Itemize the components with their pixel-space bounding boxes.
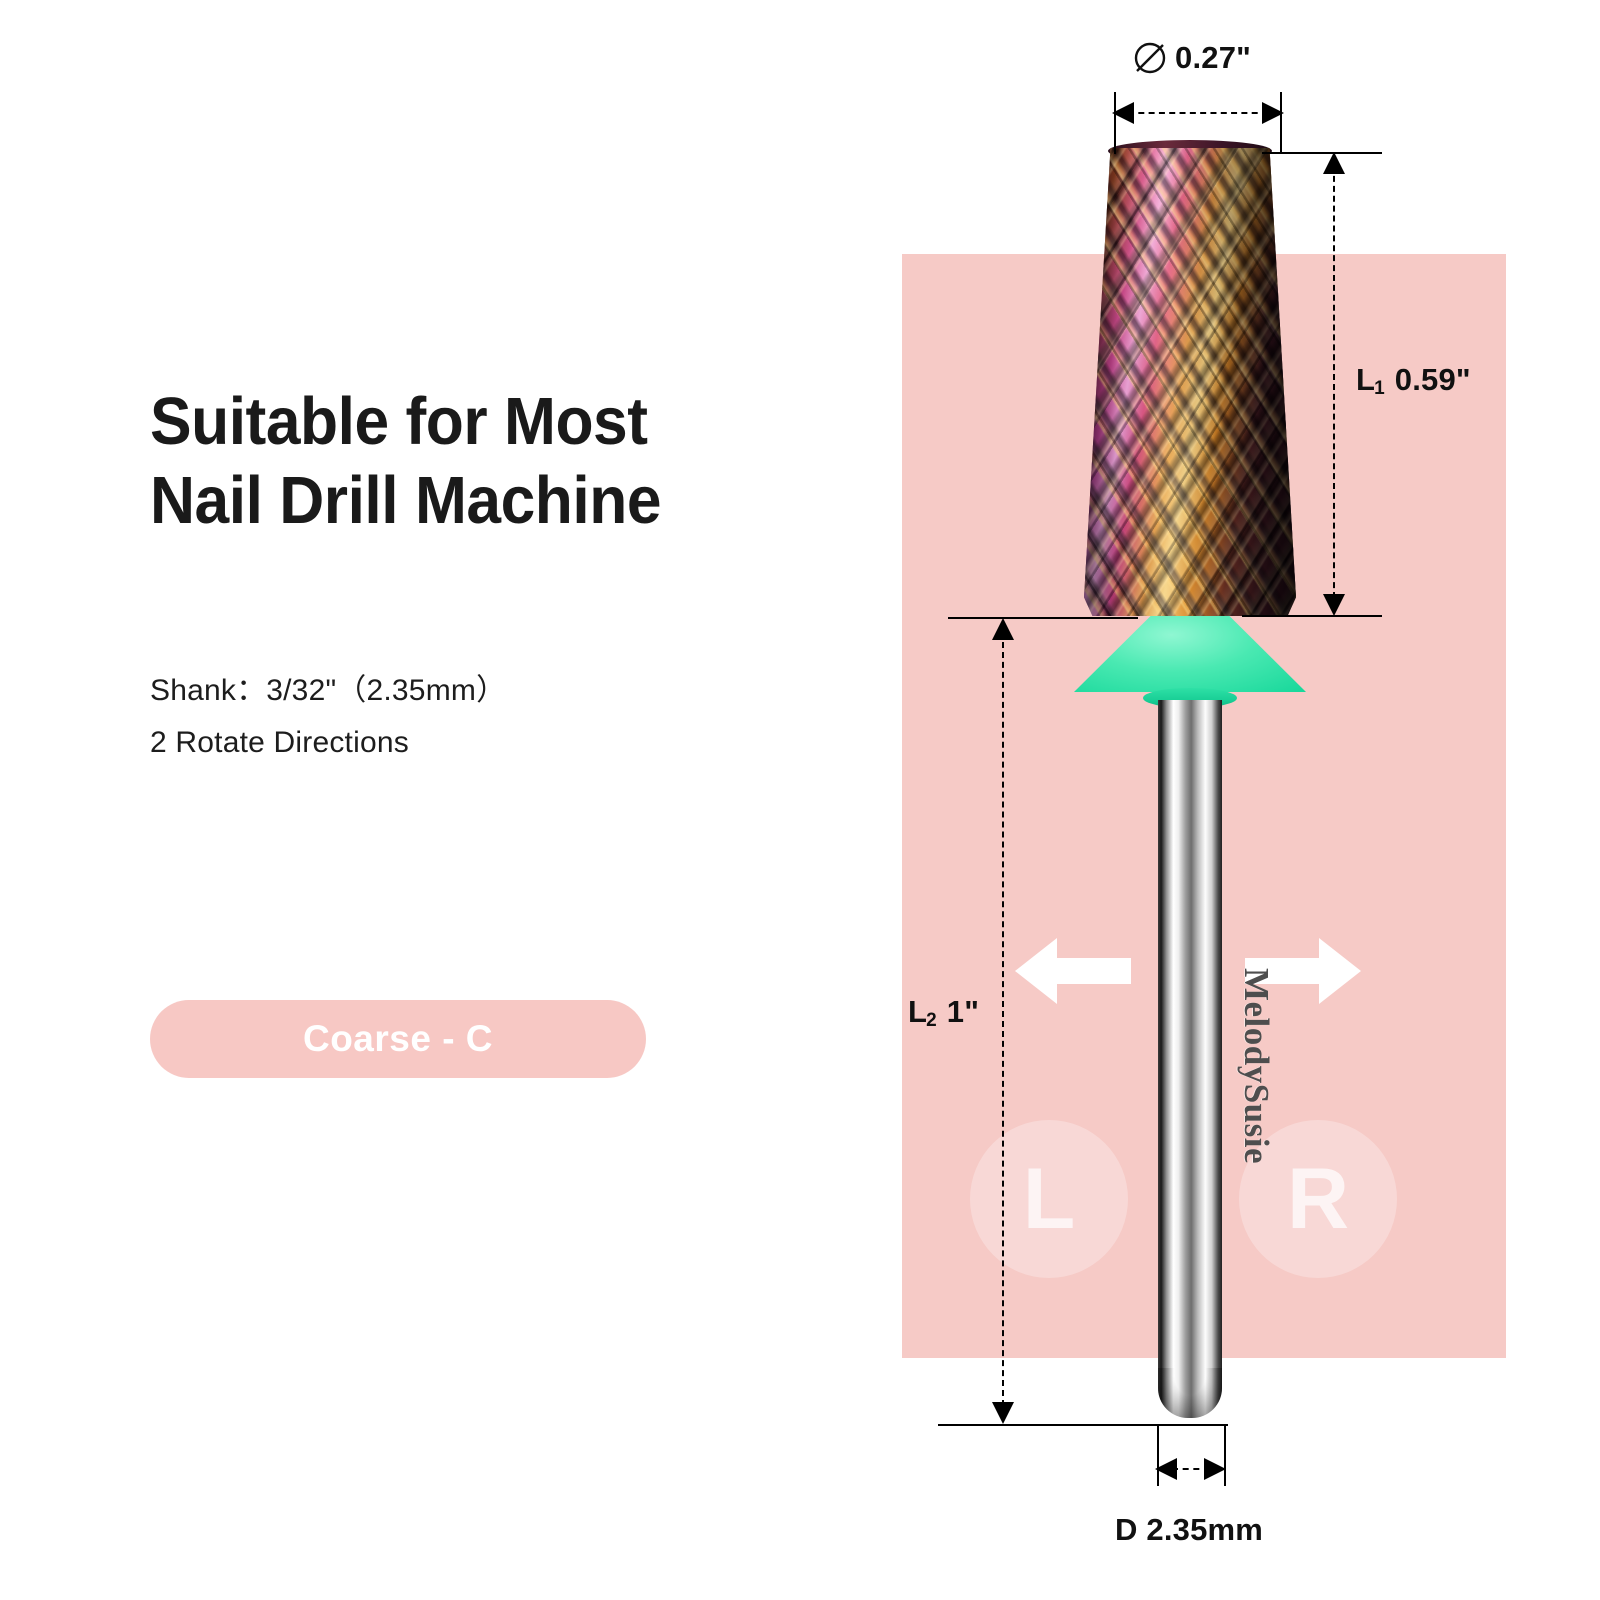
dimension-l2-prefix: L: [908, 994, 928, 1029]
grit-badge: Coarse - C: [150, 1000, 646, 1078]
spec-shank-size: Shank：3/32"（2.35mm）: [150, 674, 507, 707]
rotation-indicator-right: R: [1239, 1120, 1397, 1278]
extension-line-l2-top: [948, 617, 1138, 619]
arrowhead-top-right: [1262, 102, 1284, 124]
rotation-indicator-left: L: [970, 1120, 1128, 1278]
arrowhead-d-right: [1204, 1458, 1226, 1480]
dimension-l1-label: L1 0.59": [1356, 362, 1471, 399]
dimension-l2-label: L2 1": [908, 994, 980, 1031]
dimension-l2-subscript: 2: [926, 1010, 937, 1031]
dimension-l1-subscript: 1: [1374, 378, 1385, 399]
extension-line-l2-bottom: [938, 1424, 1228, 1426]
grit-badge-label: Coarse - C: [302, 1018, 494, 1059]
bit-shank-tip: [1158, 1368, 1222, 1418]
arrowhead-l1-bottom: [1323, 594, 1345, 616]
page-title: Suitable for Most Nail Drill Machine: [150, 384, 662, 539]
arrowhead-l1-top: [1323, 152, 1345, 174]
dimension-d-label: D 2.35mm: [1115, 1512, 1264, 1547]
extension-line-l1-bottom: [1242, 615, 1382, 617]
arrowhead-l2-top: [992, 618, 1014, 640]
dimension-line-l1: [1333, 166, 1335, 598]
bit-head-top: [1108, 140, 1272, 162]
rotation-right-label: R: [1286, 1151, 1350, 1247]
extension-line-d-left: [1157, 1424, 1159, 1486]
dimension-line-l2: [1002, 632, 1004, 1406]
arrowhead-top-left: [1112, 102, 1134, 124]
arrowhead-l2-bottom: [992, 1402, 1014, 1424]
product-backdrop-panel: L R: [902, 254, 1506, 1358]
spec-rotate-directions: 2 Rotate Directions: [150, 726, 409, 759]
dimension-l1-value: 0.59": [1394, 362, 1471, 397]
extension-line-d-right: [1224, 1424, 1226, 1486]
arrow-right-icon: [1245, 938, 1361, 1004]
dimension-l2-value: 1": [946, 994, 980, 1029]
extension-line-l1-top: [1262, 152, 1382, 154]
dimension-line-d: [1172, 1468, 1210, 1470]
dimension-top-diameter-label: 0.27": [1175, 40, 1252, 75]
arrow-left-icon: [1015, 938, 1131, 1004]
arrowhead-d-left: [1155, 1458, 1177, 1480]
rotation-left-label: L: [1022, 1151, 1076, 1247]
dimension-l1-prefix: L: [1356, 362, 1376, 397]
dimension-line-top-diameter: [1128, 112, 1268, 114]
diameter-symbol-icon: [1133, 41, 1167, 75]
